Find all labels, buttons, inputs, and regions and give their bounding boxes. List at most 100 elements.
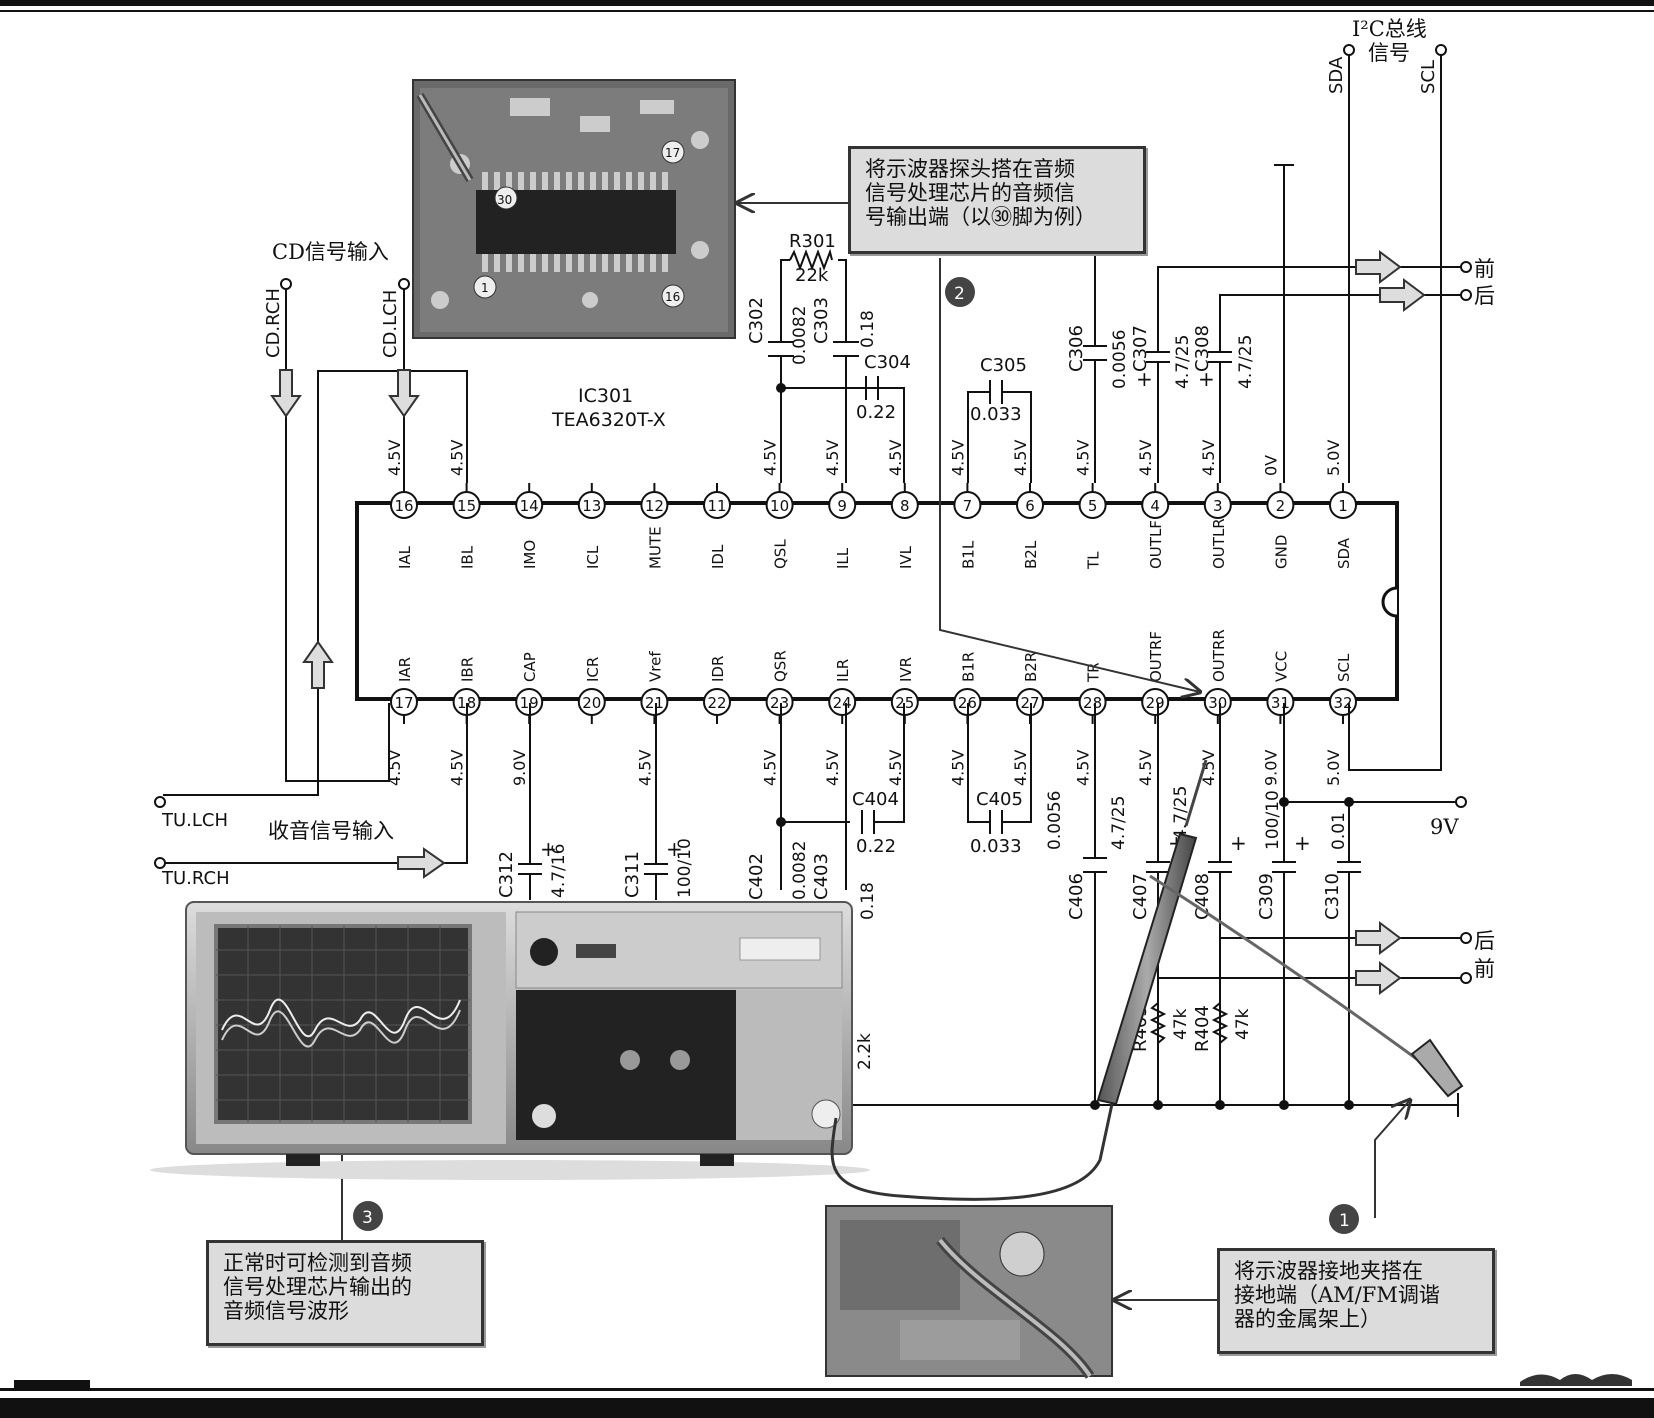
c404-value: 0.22 xyxy=(856,836,896,857)
scl-terminal xyxy=(1435,44,1447,56)
pin-voltage: 5.0V xyxy=(1324,440,1343,476)
ic-notch xyxy=(1381,586,1398,618)
i2c-bus-label: I²C总线 xyxy=(1352,17,1427,41)
pin-name: IBL xyxy=(459,545,477,569)
r403-value: 47k xyxy=(1171,1008,1191,1040)
rear-terminal-bottom xyxy=(1460,932,1472,944)
svg-text:+: + xyxy=(666,837,683,861)
c406-label: C406 xyxy=(1066,873,1087,920)
c303-label: C303 xyxy=(811,297,832,344)
pin-name: IMO xyxy=(521,540,539,569)
pin-name: CAP xyxy=(521,652,539,682)
top-components xyxy=(768,52,1442,771)
c407-label: C407 xyxy=(1130,873,1151,920)
tu-lch-label: TU.LCH xyxy=(161,810,228,831)
photo-pin-16: 16 xyxy=(665,290,680,304)
radio-input-label: 收音信号输入 xyxy=(268,819,394,843)
photo-pin-1: 1 xyxy=(481,281,489,295)
signal-arrow-icon xyxy=(1355,250,1402,284)
misc-resistor-value: 2.2k xyxy=(855,1033,875,1070)
rear-label-top: 后 xyxy=(1474,284,1495,308)
top-border-thin xyxy=(0,10,1654,12)
r404-label: R404 xyxy=(1192,1005,1213,1052)
svg-text:+: + xyxy=(1136,367,1153,391)
c405-value: 0.033 xyxy=(970,836,1022,857)
callout-ground-clip: 将示波器接地夹搭在 接地端（AM/FM调谐 器的金属架上） xyxy=(1217,1248,1495,1354)
v9-terminal xyxy=(1455,796,1467,808)
pin-voltage: 4.5V xyxy=(886,440,905,476)
pin-number: 21 xyxy=(645,694,664,712)
pin-voltage: 4.5V xyxy=(1074,750,1093,786)
cd-lch-terminal xyxy=(398,278,410,290)
bottom-components xyxy=(518,703,1461,1117)
pin-name: IVR xyxy=(897,657,915,682)
bottom-corner-mark xyxy=(14,1380,90,1388)
pin-voltage: 4.5V xyxy=(1136,440,1155,476)
cd-rch-label: CD.RCH xyxy=(263,288,284,358)
oscilloscope xyxy=(150,901,870,1180)
pin-name: MUTE xyxy=(646,526,664,569)
ic-pins: 16IAL4.5V15IBL4.5V14IMO13ICL12MUTE11IDL1… xyxy=(385,440,1357,786)
chip-photo: 30 17 1 16 xyxy=(412,79,736,339)
pin-name: IDL xyxy=(709,544,727,569)
pin-number: 16 xyxy=(394,497,413,515)
c408-label: C408 xyxy=(1192,873,1213,920)
tu-rch-label: TU.RCH xyxy=(161,868,230,889)
front-terminal-bottom xyxy=(1460,972,1472,984)
front-terminal xyxy=(1460,261,1472,273)
bottom-border xyxy=(0,1398,1654,1418)
c304-value: 0.22 xyxy=(856,402,896,423)
pin-number: 29 xyxy=(1146,694,1165,712)
pin-number: 22 xyxy=(707,694,726,712)
c304-label: C304 xyxy=(864,352,911,373)
pin-number: 3 xyxy=(1213,497,1223,515)
pin-voltage: 0V xyxy=(1261,455,1280,476)
c307-value: 4.7/25 xyxy=(1173,335,1193,389)
step-1-badge xyxy=(1329,1204,1359,1234)
pin-name: QSR xyxy=(772,650,790,682)
ic-model: TEA6320T-X xyxy=(551,409,666,431)
pin-voltage: 4.5V xyxy=(823,750,842,786)
pin-number: 20 xyxy=(582,694,601,712)
callout-waveform-line-3: 音频信号波形 xyxy=(223,1299,349,1323)
pin-voltage: 4.5V xyxy=(635,750,654,786)
pin-voltage: 4.5V xyxy=(948,750,967,786)
v9-label: 9V xyxy=(1430,815,1459,839)
c302-value: 0.0082 xyxy=(790,306,810,365)
pin-number: 6 xyxy=(1025,497,1035,515)
cd-lch-label: CD.LCH xyxy=(380,290,401,358)
pin-name: IVL xyxy=(897,545,915,569)
ground-lead xyxy=(1149,874,1419,1062)
svg-text:+: + xyxy=(1230,831,1247,855)
cd-input-label: CD信号输入 xyxy=(272,240,389,264)
pin-name: IBR xyxy=(459,657,477,682)
pin-voltage: 4.5V xyxy=(886,750,905,786)
ground-photo xyxy=(825,1205,1113,1379)
pin-voltage: 4.5V xyxy=(761,750,780,786)
callout-waveform: 正常时可检测到音频 信号处理芯片输出的 音频信号波形 xyxy=(206,1240,484,1346)
photo-pin-17: 17 xyxy=(665,146,680,160)
pin-name: OUTLR xyxy=(1210,518,1228,569)
c309-label: C309 xyxy=(1256,873,1277,920)
pin-voltage: 4.5V xyxy=(823,440,842,476)
pin-voltage: 4.5V xyxy=(1011,750,1030,786)
i2c-bus-label-2: 信号 xyxy=(1368,41,1410,65)
c306-label: C306 xyxy=(1066,325,1087,372)
callout-probe-output-line-3: 号输出端（以㉚脚为例） xyxy=(865,205,1096,229)
decorative-ornament-icon xyxy=(1520,1374,1632,1386)
r404-value: 47k xyxy=(1233,1008,1253,1040)
c403-label: C403 xyxy=(811,853,832,900)
signal-arrow-icon xyxy=(1355,961,1402,995)
photo-pin-30: 30 xyxy=(497,193,512,207)
probe-cable xyxy=(830,1019,1132,1201)
pin-name: IDR xyxy=(709,656,727,682)
